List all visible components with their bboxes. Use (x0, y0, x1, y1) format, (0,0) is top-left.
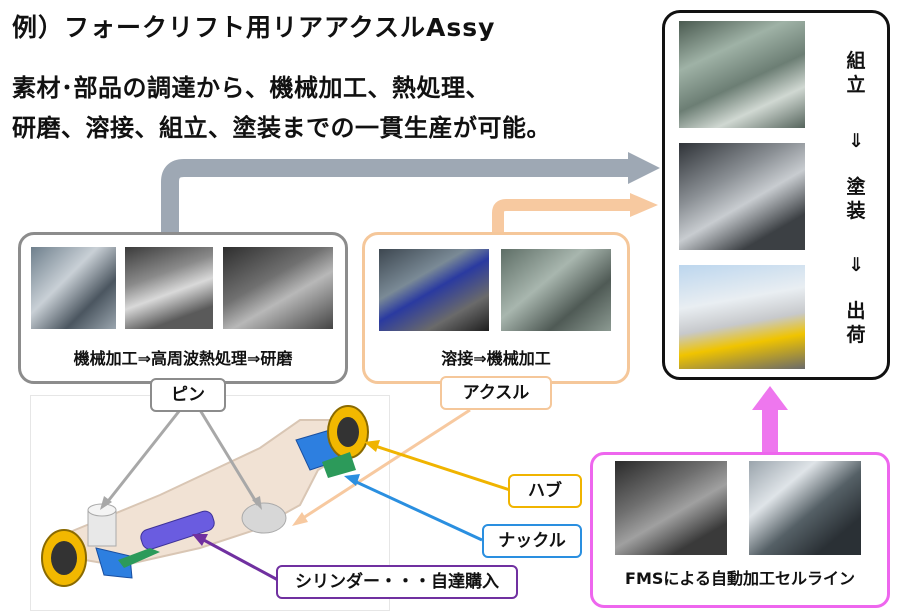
fms-box: FMSによる自動加工セルライン (590, 452, 890, 608)
axle-pointer (299, 408, 471, 522)
pin-pointer-left (103, 409, 182, 506)
final-process-box: 組立 ⇓ 塗装 ⇓ 出荷 (662, 10, 890, 380)
orange-flow-arrow (492, 199, 632, 232)
painting-photo (679, 143, 805, 250)
pin-machining-photo (31, 247, 116, 329)
left-tie-rod (118, 548, 160, 568)
pin-process-caption: 機械加工⇒高周波熱処理⇒研磨 (73, 349, 293, 368)
pin-heat-treatment-photo (125, 247, 213, 329)
shipping-photo (679, 265, 805, 369)
steering-cylinder (140, 510, 215, 550)
gray-arrow-head (628, 152, 660, 184)
left-knuckle (95, 547, 133, 579)
assembly-step-label: 組立 (846, 50, 866, 96)
cylinder-tag: シリンダー・・・自達購入 (276, 565, 518, 599)
hub-pointer (371, 443, 511, 492)
pin-process-box: 機械加工⇒高周波熱処理⇒研磨 (18, 232, 348, 384)
magenta-arrow-head (752, 386, 788, 410)
center-pivot (241, 502, 287, 534)
subtitle-line-1: 素材･部品の調達から、機械加工、熱処理、 (12, 74, 490, 102)
cylinder-pointer (199, 536, 279, 582)
orange-arrow-head (630, 193, 658, 217)
axle-machining-photo (501, 249, 611, 331)
down-arrow-2: ⇓ (848, 254, 864, 276)
axle-tag: アクスル (440, 376, 552, 410)
shipping-step-label: 出荷 (846, 300, 866, 346)
fms-robot-photo (615, 461, 727, 555)
subtitle-line-2: 研磨、溶接、組立、塗装までの一貫生産が可能。 (12, 114, 551, 142)
fms-caption: FMSによる自動加工セルライン (625, 569, 855, 588)
axle-process-caption: 溶接⇒機械加工 (441, 349, 551, 368)
axle-process-box: 溶接⇒機械加工 (362, 232, 630, 384)
down-arrow-1: ⇓ (848, 130, 864, 152)
magenta-arrow-shaft (762, 408, 778, 454)
painting-step-label: 塗装 (846, 176, 866, 222)
axle-welding-photo (379, 249, 489, 331)
pin-grinding-photo (223, 247, 333, 329)
page-title: 例）フォークリフト用リアアクスルAssy (12, 13, 496, 42)
fms-cell-line-photo (749, 461, 861, 555)
knuckle-pointer (351, 478, 483, 542)
gray-flow-arrow (161, 159, 630, 232)
knuckle-tag: ナックル (482, 524, 582, 558)
pin-tag: ピン (150, 378, 226, 412)
assembly-photo (679, 21, 805, 128)
pin-pointer-right (198, 409, 260, 506)
right-tie-rod (322, 452, 356, 478)
hub-tag: ハブ (508, 474, 582, 508)
